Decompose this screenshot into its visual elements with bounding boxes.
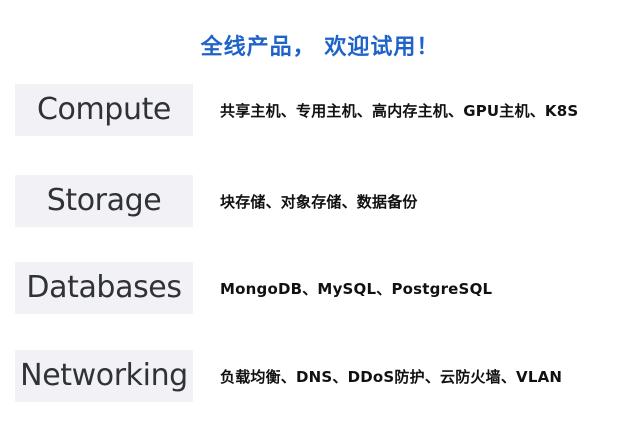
product-row-storage: Storage 块存储、对象存储、数据备份 [15,175,625,227]
product-description-networking: 负载均衡、DNS、DDoS防护、云防火墙、VLAN [220,367,563,386]
product-name-networking: Networking [20,358,188,393]
product-description-compute: 共享主机、专用主机、高内存主机、GPU主机、K8S [220,101,579,120]
product-row-compute: Compute 共享主机、专用主机、高内存主机、GPU主机、K8S [15,84,625,136]
product-description-databases: MongoDB、MySQL、PostgreSQL [220,279,493,298]
product-row-networking: Networking 负载均衡、DNS、DDoS防护、云防火墙、VLAN [15,350,625,402]
page-headline: 全线产品， 欢迎试用！ [200,35,440,60]
product-label-box-databases: Databases [15,262,193,314]
product-label-box-storage: Storage [15,175,193,227]
product-description-storage: 块存储、对象存储、数据备份 [220,192,418,211]
product-label-box-networking: Networking [15,350,193,402]
product-name-compute: Compute [36,92,171,127]
product-name-databases: Databases [26,270,182,305]
product-name-storage: Storage [46,183,162,218]
product-row-databases: Databases MongoDB、MySQL、PostgreSQL [15,262,625,314]
product-label-box-compute: Compute [15,84,193,136]
